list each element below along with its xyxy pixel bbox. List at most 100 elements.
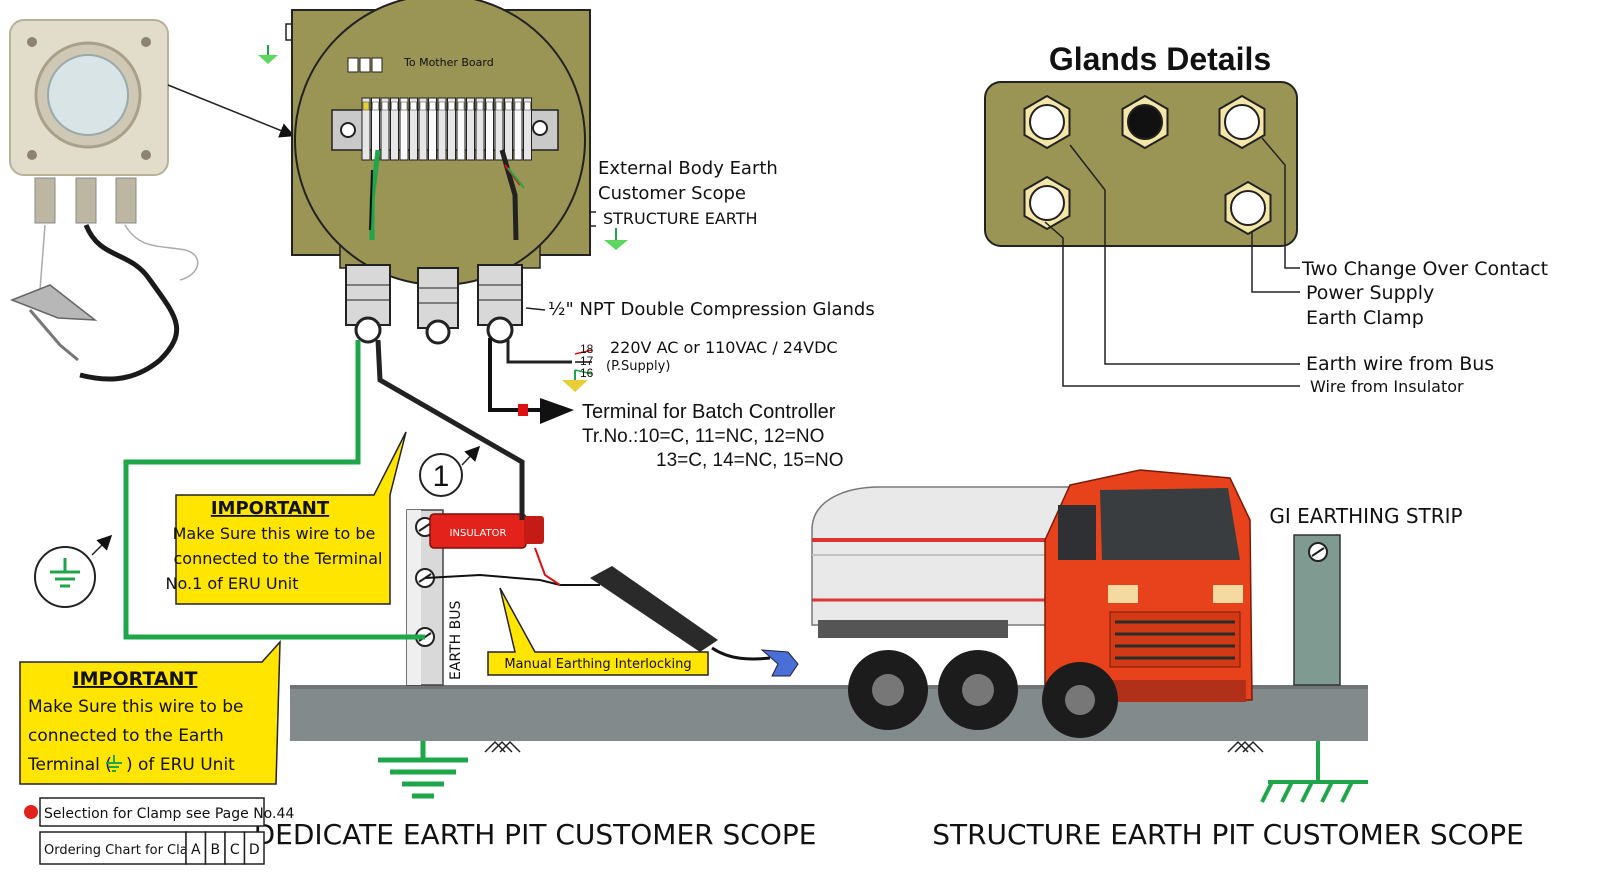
note-1-line-1: Make Sure this wire to be xyxy=(173,524,376,543)
gland-hole xyxy=(1029,104,1065,140)
power-supply-terminals: 18 17 16 xyxy=(506,340,594,392)
structure-earth-pit-icon xyxy=(1260,741,1368,803)
power-supply-sub-label: (P.Supply) xyxy=(606,359,670,374)
terminal-block xyxy=(475,97,485,161)
structure-pit-label: STRUCTURE EARTH PIT CUSTOMER SCOPE xyxy=(932,818,1524,851)
terminal-screw xyxy=(467,101,474,111)
earth-bus-label: EARTH BUS xyxy=(448,600,464,680)
structure-earth-label: STRUCTURE EARTH xyxy=(603,209,758,228)
terminal-screw xyxy=(429,101,436,111)
selection-note-box xyxy=(39,797,265,827)
internal-black-wire xyxy=(499,149,519,241)
terminal-1-marker xyxy=(419,453,463,497)
terminal-block xyxy=(380,97,390,161)
earthing-clamp-icon xyxy=(760,649,799,677)
wire-marker-red xyxy=(518,404,528,416)
manual-interlock-note: Manual Earthing Interlocking xyxy=(487,587,709,676)
terminal-block xyxy=(409,97,418,161)
green-earth-wire xyxy=(123,340,425,640)
gland-hole-plugged xyxy=(1127,104,1163,140)
black-insulator-wire xyxy=(375,339,525,520)
external-body-earth-label: External Body Earth xyxy=(598,158,778,179)
gland-callout-earth-clamp: Earth Clamp xyxy=(1306,307,1424,329)
terminal-screw xyxy=(391,101,398,111)
terminal-screw xyxy=(514,101,522,111)
note-1-line-2: connected to the Terminal xyxy=(174,549,383,568)
terminal-screw xyxy=(457,101,465,111)
ordering-chart-label: Ordering Chart for Clamp xyxy=(44,843,209,858)
selection-note: Selection for Clamp see Page No.44 xyxy=(44,806,294,822)
terminal-screw xyxy=(505,101,512,111)
terminal-block-row xyxy=(361,97,532,161)
terminal-block xyxy=(447,97,456,161)
cable-gland-left xyxy=(345,264,391,344)
ground-hatch-right xyxy=(1227,740,1264,753)
earth-symbol-icon xyxy=(34,546,96,608)
terminal-block xyxy=(456,97,466,161)
note-2-line-1: Make Sure this wire to be xyxy=(28,697,243,717)
terminal-screw xyxy=(400,101,408,111)
clamp-cable xyxy=(424,573,600,586)
gland-callout-power-supply: Power Supply xyxy=(1306,282,1434,304)
gland-callout-earth-wire: Earth wire from Bus xyxy=(1306,353,1494,375)
terminal-block xyxy=(418,97,428,161)
gland-hole xyxy=(1029,185,1065,221)
terminal-screw xyxy=(410,101,417,111)
insulator-label: INSULATOR xyxy=(450,528,507,539)
terminal-screw xyxy=(419,101,427,111)
note-2-title: IMPORTANT xyxy=(73,668,198,690)
gland-callout-insulator-wire: Wire from Insulator xyxy=(1310,377,1464,396)
batch-controller-title: Terminal for Batch Controller xyxy=(582,401,836,423)
terminal-block xyxy=(399,97,409,161)
dedicated-earth-pit-icon xyxy=(378,741,468,799)
bus-bolt-slot xyxy=(418,522,432,532)
terminal-screw xyxy=(448,101,455,111)
terminal-screw xyxy=(381,101,389,111)
terminal-screw xyxy=(438,101,446,111)
terminal-1-marker-label: 1 xyxy=(433,460,450,493)
terminal-block xyxy=(513,97,523,161)
glands-callout-lines xyxy=(1044,137,1300,387)
note-1-title: IMPORTANT xyxy=(211,498,330,519)
note-2-line-3b: ) of ERU Unit xyxy=(126,755,235,775)
tanker-truck-image xyxy=(811,469,1253,738)
structure-earth-ground-icon xyxy=(604,228,628,250)
note-1-line-3: No.1 of ERU Unit xyxy=(166,574,299,593)
note-2-line-3a: Terminal ( xyxy=(27,755,112,775)
ps-terminal-16: 16 xyxy=(580,366,594,380)
terminal-block xyxy=(390,97,399,161)
gland-hole xyxy=(1224,104,1260,140)
terminal-block xyxy=(361,97,371,161)
glands-details-title: Glands Details xyxy=(1049,41,1271,77)
mother-board-header: To Mother Board xyxy=(347,56,494,73)
terminal-screw xyxy=(486,101,493,111)
terminal-block xyxy=(494,97,504,161)
terminal-block xyxy=(437,97,447,161)
cable-gland-middle xyxy=(417,267,459,345)
ps-terminal-18: 18 xyxy=(580,342,594,356)
terminal-screw xyxy=(476,101,484,111)
ordering-option-cell xyxy=(243,831,265,865)
terminal-block xyxy=(504,97,513,161)
terminal-block xyxy=(428,97,437,161)
note-2-earth-icon xyxy=(106,755,122,772)
customer-scope-label: Customer Scope xyxy=(598,183,746,204)
terminal-block xyxy=(523,97,532,161)
mother-board-label: To Mother Board xyxy=(403,56,494,69)
cable-gland-right xyxy=(477,264,523,344)
terminal-screw xyxy=(362,101,370,111)
batch-controller-arrow xyxy=(540,398,574,424)
important-note-2: IMPORTANT Make Sure this wire to be conn… xyxy=(19,639,281,785)
terminal-screw xyxy=(495,101,503,111)
terminal-block xyxy=(466,97,475,161)
manual-interlock-label: Manual Earthing Interlocking xyxy=(504,657,691,672)
ground-hatch-left xyxy=(484,740,521,753)
glands-label: ½" NPT Double Compression Glands xyxy=(548,299,875,320)
ordering-option: B xyxy=(210,842,220,858)
gi-strip-label: GI EARTHING STRIP xyxy=(1269,504,1462,528)
batch-controller-line-1: Tr.No.:10=C, 11=NC, 12=NO xyxy=(582,426,824,447)
ps-terminal-17: 17 xyxy=(580,354,594,368)
gland-hole xyxy=(1230,190,1266,226)
dedicated-pit-label: DEDICATE EARTH PIT CUSTOMER SCOPE xyxy=(254,818,817,851)
